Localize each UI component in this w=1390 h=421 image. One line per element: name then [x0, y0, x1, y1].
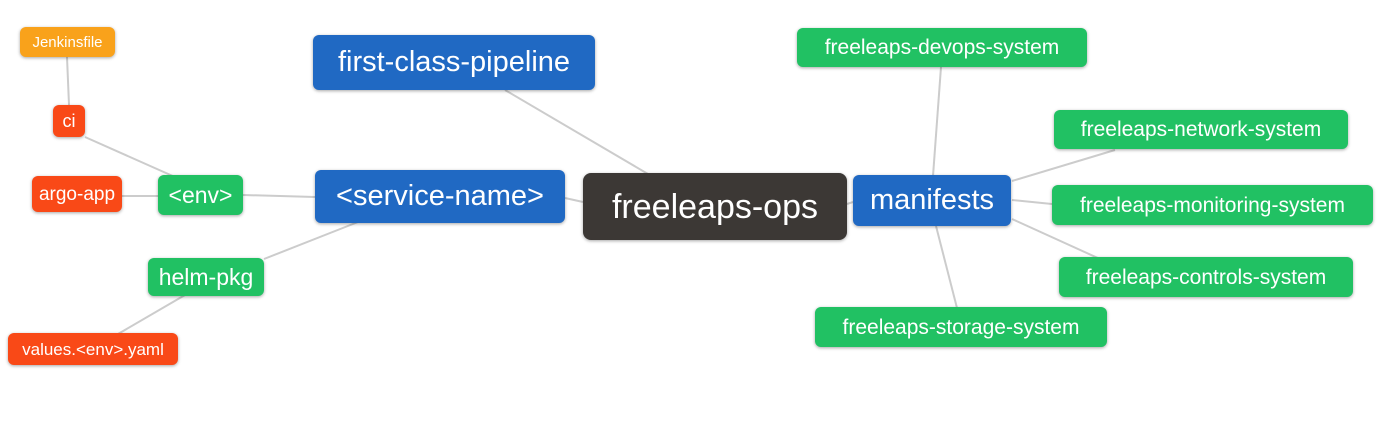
edge-manifests-controls	[1011, 218, 1101, 260]
edge-env-servicename	[242, 194, 316, 198]
node-freeleaps-controls-system[interactable]: freeleaps-controls-system	[1059, 257, 1353, 297]
node-freeleaps-ops[interactable]: freeleaps-ops	[583, 173, 847, 240]
edge-manifests-network	[1011, 149, 1116, 182]
edge-servicename-root	[564, 197, 584, 203]
edge-jenkinsfile-ci	[66, 56, 70, 106]
node-ci[interactable]: ci	[53, 105, 85, 137]
node-env[interactable]: <env>	[158, 175, 243, 215]
edge-manifests-monitoring	[1011, 199, 1053, 205]
node-values-env-yaml[interactable]: values.<env>.yaml	[8, 333, 178, 365]
edge-helmpkg-values	[117, 294, 186, 335]
node-freeleaps-monitoring-system[interactable]: freeleaps-monitoring-system	[1052, 185, 1373, 225]
node-manifests[interactable]: manifests	[853, 175, 1011, 226]
edge-root-manifests	[846, 201, 854, 205]
edge-ci-env	[84, 136, 176, 178]
node-argo-app[interactable]: argo-app	[32, 176, 122, 212]
node-first-class-pipeline[interactable]: first-class-pipeline	[313, 35, 595, 90]
edge-pipeline-root	[504, 89, 649, 175]
node-jenkinsfile[interactable]: Jenkinsfile	[20, 27, 115, 57]
node-helm-pkg[interactable]: helm-pkg	[148, 258, 264, 296]
node-freeleaps-storage-system[interactable]: freeleaps-storage-system	[815, 307, 1107, 347]
edge-manifests-storage	[935, 225, 958, 309]
edge-servicename-helmpkg	[263, 221, 359, 260]
node-service-name[interactable]: <service-name>	[315, 170, 565, 223]
edge-manifests-devops	[932, 66, 942, 177]
node-freeleaps-devops-system[interactable]: freeleaps-devops-system	[797, 28, 1087, 67]
node-freeleaps-network-system[interactable]: freeleaps-network-system	[1054, 110, 1348, 149]
